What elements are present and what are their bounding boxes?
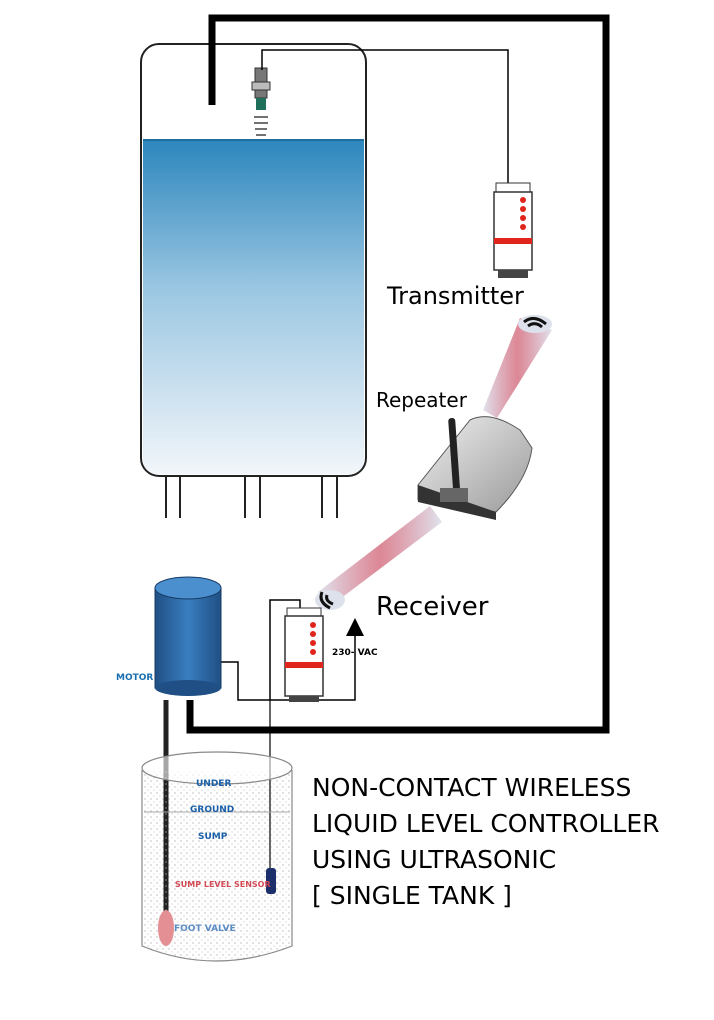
motor-label: MOTOR: [116, 673, 154, 683]
sump-label-line-1: UNDER: [196, 779, 232, 789]
ultrasonic-sensor: [251, 67, 271, 136]
underground-sump: [141, 751, 293, 962]
motor: [154, 576, 222, 696]
title-line-1: NON-CONTACT WIRELESS: [312, 773, 632, 802]
transmitter-unit: [493, 182, 533, 278]
power-arrow: [346, 618, 364, 636]
signal-beam-upper: [483, 315, 552, 418]
repeater-label: Repeater: [376, 388, 467, 412]
title-line-2: LIQUID LEVEL CONTROLLER: [312, 809, 660, 838]
sump-level-sensor-label: SUMP LEVEL SENSOR: [175, 880, 271, 889]
signal-beam-lower: [315, 506, 442, 610]
receiver-label: Receiver: [376, 592, 489, 622]
tank-legs: [165, 476, 338, 518]
foot-valve-label: FOOT VALVE: [174, 924, 236, 934]
repeater-device: [417, 416, 533, 520]
transmitter-label: Transmitter: [387, 282, 524, 310]
sump-label-line-2: GROUND: [190, 805, 235, 815]
title-line-3: USING ULTRASONIC: [312, 845, 557, 874]
receiver-unit: [284, 607, 324, 702]
sump-label-line-3: SUMP: [198, 832, 228, 842]
title-line-4: [ SINGLE TANK ]: [312, 881, 512, 910]
voltage-label: 230- VAC: [332, 648, 378, 658]
diagram-title: NON-CONTACT WIRELESS LIQUID LEVEL CONTRO…: [312, 770, 660, 914]
overhead-tank: [140, 43, 367, 518]
